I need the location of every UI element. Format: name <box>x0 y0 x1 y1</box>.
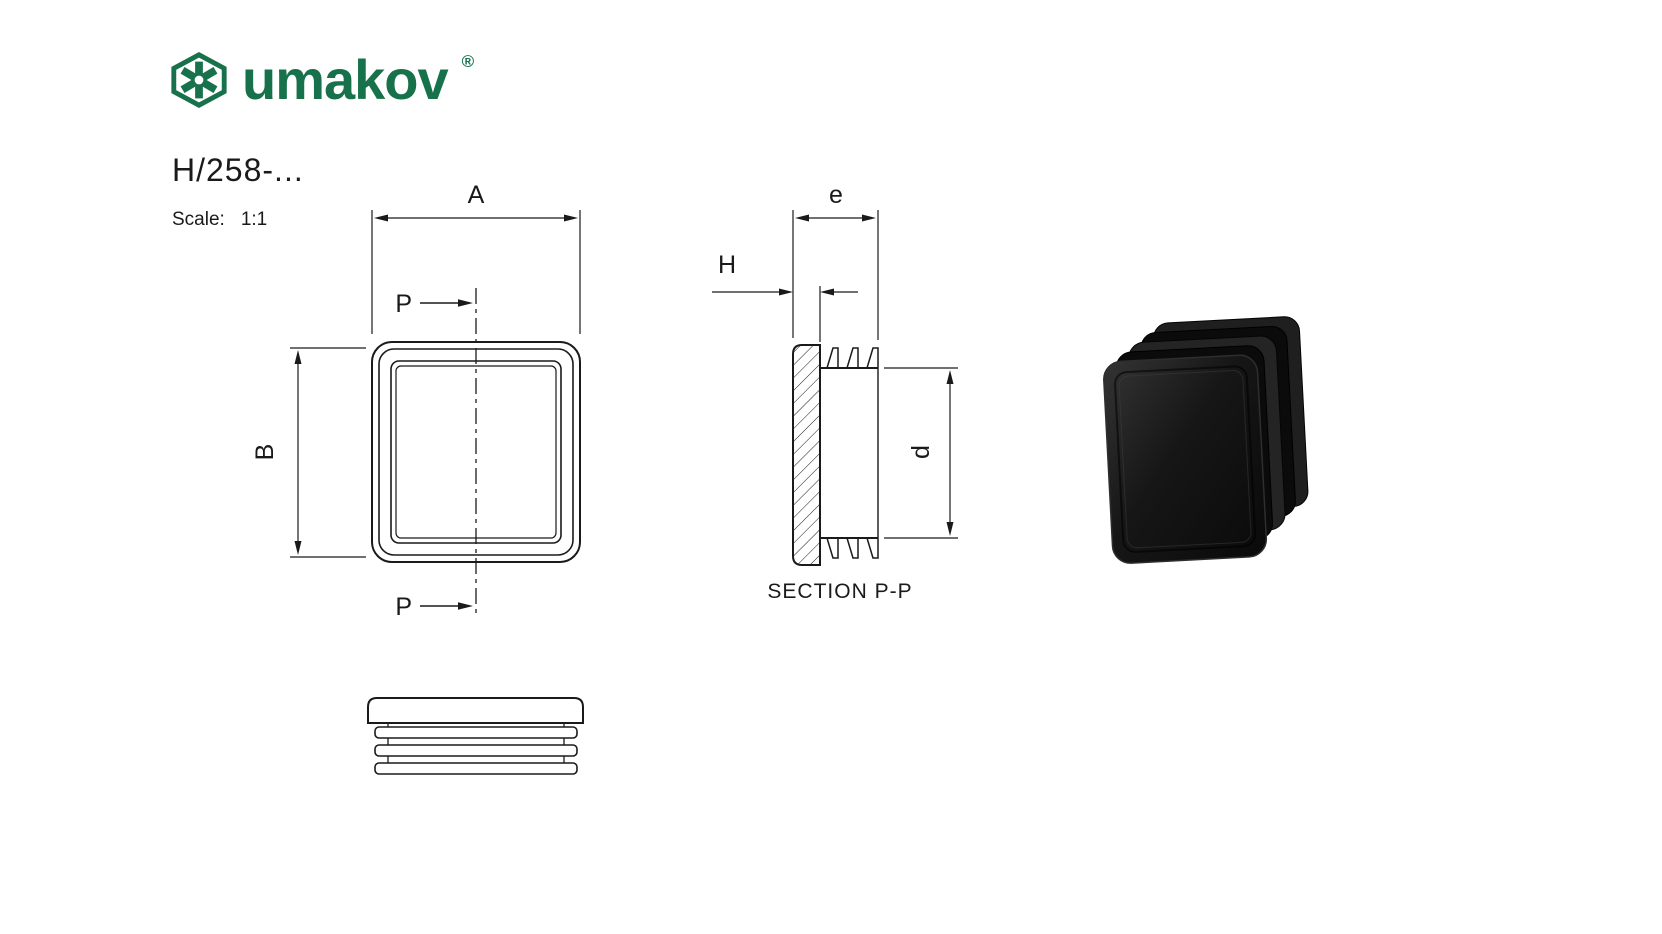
section-fins-bottom <box>826 537 879 559</box>
section-cut-label-top: P <box>395 290 412 318</box>
dim-d <box>884 367 958 539</box>
cap-3d-render <box>1103 316 1309 564</box>
scale-value: 1:1 <box>240 209 268 230</box>
side-view <box>367 697 584 775</box>
section-face-plate <box>792 344 821 566</box>
cap-3d-face-highlight <box>1118 370 1252 549</box>
cap-3d-face-bevel <box>1114 365 1257 553</box>
dim-H <box>712 286 858 342</box>
dim-label-e: e <box>829 181 843 209</box>
side-cap-plate <box>367 697 584 724</box>
part-number: H/258-... <box>172 152 304 188</box>
dim-A <box>371 210 581 334</box>
front-view <box>371 288 581 618</box>
dim-label-b: B <box>251 444 279 461</box>
section-fins-top <box>826 347 879 369</box>
scale-line: Scale: 1:1 <box>172 209 304 231</box>
title-block: H/258-... Scale: 1:1 <box>172 152 304 231</box>
side-neck-lines <box>387 723 565 763</box>
dim-label-d: d <box>907 445 935 459</box>
registered-mark: ® <box>461 52 475 71</box>
section-cut-arrow-bottom <box>420 602 473 610</box>
section-cut-label-bottom: P <box>395 593 412 621</box>
section-caption: SECTION P-P <box>767 580 912 603</box>
side-fin-1 <box>374 726 578 739</box>
dim-e <box>792 210 879 340</box>
brand-logo: umakov ® <box>168 50 474 110</box>
umakov-logo-icon <box>171 52 227 108</box>
brand-name: umakov <box>242 48 449 111</box>
dim-B <box>290 347 366 558</box>
dim-label-a: A <box>468 181 485 209</box>
cap-3d-face <box>1103 354 1268 564</box>
side-fin-2 <box>374 744 578 757</box>
scale-label: Scale: <box>172 209 225 230</box>
side-fin-3 <box>374 762 578 775</box>
section-cut-arrow-top <box>420 299 473 307</box>
section-view <box>792 344 879 566</box>
dim-label-h: H <box>718 251 736 279</box>
